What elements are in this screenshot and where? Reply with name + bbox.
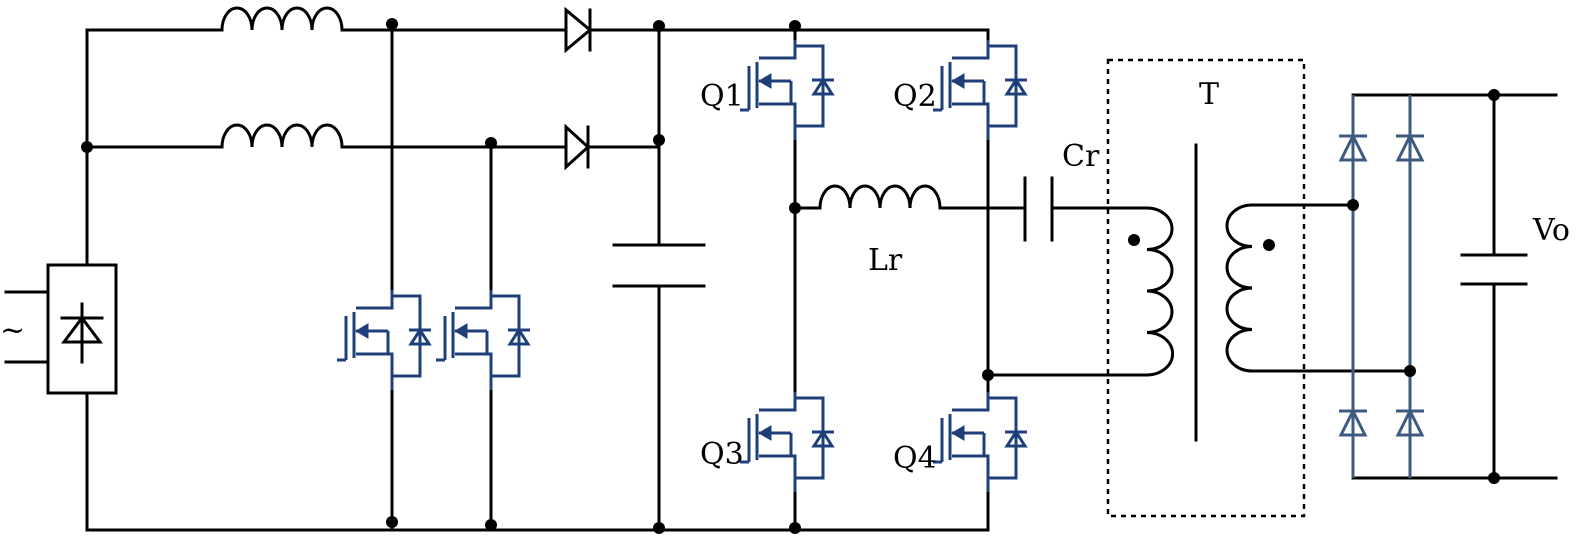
- bulk-capacitor: [612, 243, 706, 288]
- resonant-inductor-lr: [818, 184, 942, 210]
- mosfet-q3: [738, 390, 836, 494]
- label-lr: Lr: [868, 243, 903, 278]
- mosfet-q2: [931, 38, 1029, 142]
- pfc-switch-1: [335, 288, 433, 392]
- pfc-diode-1: [564, 6, 593, 54]
- label-t: T: [1199, 77, 1219, 112]
- pfc-inductor-1: [220, 6, 344, 32]
- mosfet-q4: [931, 390, 1029, 494]
- ac-source-label: ~: [0, 313, 25, 348]
- pfc-diode-2: [564, 123, 591, 171]
- label-cr: Cr: [1062, 139, 1100, 174]
- pfc-inductor-2: [220, 123, 344, 149]
- label-q1: Q1: [700, 79, 744, 114]
- output-capacitor: [1460, 253, 1528, 286]
- mosfet-q1: [738, 38, 836, 142]
- junction-dots: [81, 18, 1500, 534]
- label-q3: Q3: [700, 437, 744, 472]
- label-q4: Q4: [893, 441, 937, 476]
- input-bridge-rectifier: [4, 263, 118, 395]
- transformer-t: [1106, 58, 1306, 518]
- label-vo: Vo: [1532, 213, 1570, 248]
- resonant-capacitor-cr: [1023, 176, 1054, 242]
- pfc-switch-2: [434, 288, 532, 392]
- output-rectifier-diodes: [1338, 132, 1425, 437]
- label-q2: Q2: [893, 79, 937, 114]
